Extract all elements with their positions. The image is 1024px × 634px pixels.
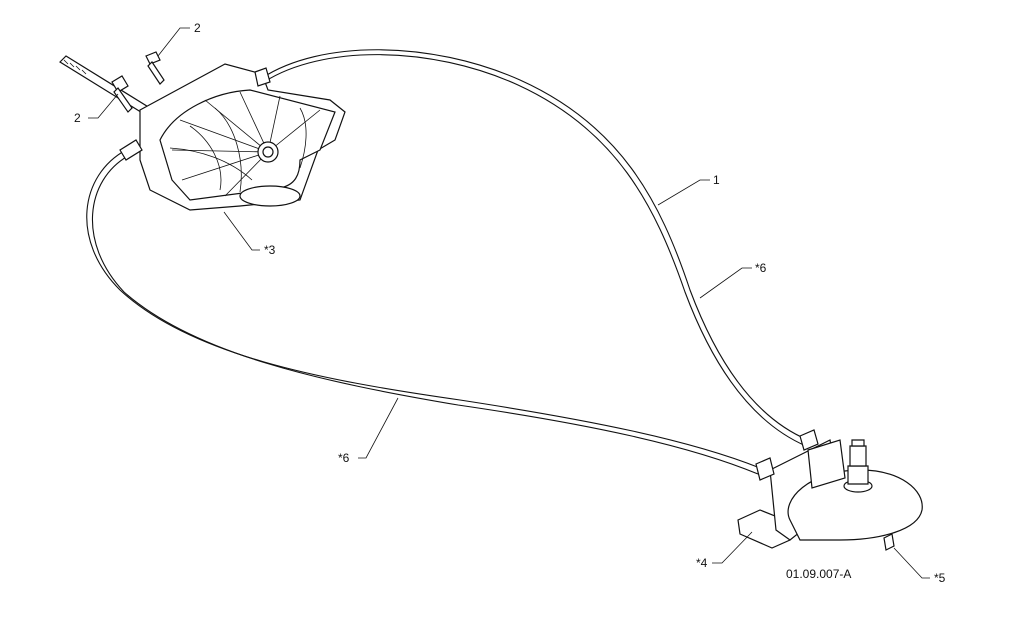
- stud: [883, 533, 895, 551]
- shaft: [59, 55, 151, 115]
- leader-lines: [88, 27, 930, 579]
- transmission-bracket-assembly: [737, 429, 923, 551]
- cable-fitting-right-lower: [755, 457, 775, 481]
- leader-2-left: [88, 93, 119, 119]
- hub-nut: [257, 141, 279, 163]
- output-shaft: [843, 439, 873, 493]
- sector-web: [169, 91, 321, 197]
- callout-3: *3: [264, 243, 276, 257]
- leader-6-right: [699, 267, 752, 299]
- bolt-top: [145, 51, 165, 85]
- cable-fitting-left: [119, 139, 143, 161]
- leader-6-left: [358, 397, 399, 459]
- leader-4: [712, 531, 753, 564]
- callout-2-top: 2: [194, 21, 201, 35]
- pulley: [239, 185, 301, 207]
- bolt-left: [111, 75, 133, 113]
- leader-1: [657, 179, 710, 206]
- callout-6-right: *6: [755, 261, 767, 275]
- leader-2-top: [157, 27, 190, 57]
- drawing-number: 01.09.007-A: [786, 567, 851, 581]
- gear-housing: [807, 439, 846, 489]
- callout-6-left: *6: [338, 451, 350, 465]
- leader-5: [893, 547, 930, 579]
- cable-fitting-right-upper: [799, 429, 819, 451]
- callout-2-left: 2: [74, 111, 81, 125]
- cable-lower: [86, 149, 761, 475]
- base-plate: [787, 469, 923, 541]
- callout-5: *5: [934, 571, 946, 585]
- shift-lever-assembly: [59, 51, 346, 211]
- leader-3: [223, 211, 260, 251]
- callout-4: *4: [696, 556, 708, 570]
- cable-upper: [261, 49, 809, 447]
- callout-1: 1: [713, 173, 720, 187]
- cable-fitting-top: [254, 67, 271, 87]
